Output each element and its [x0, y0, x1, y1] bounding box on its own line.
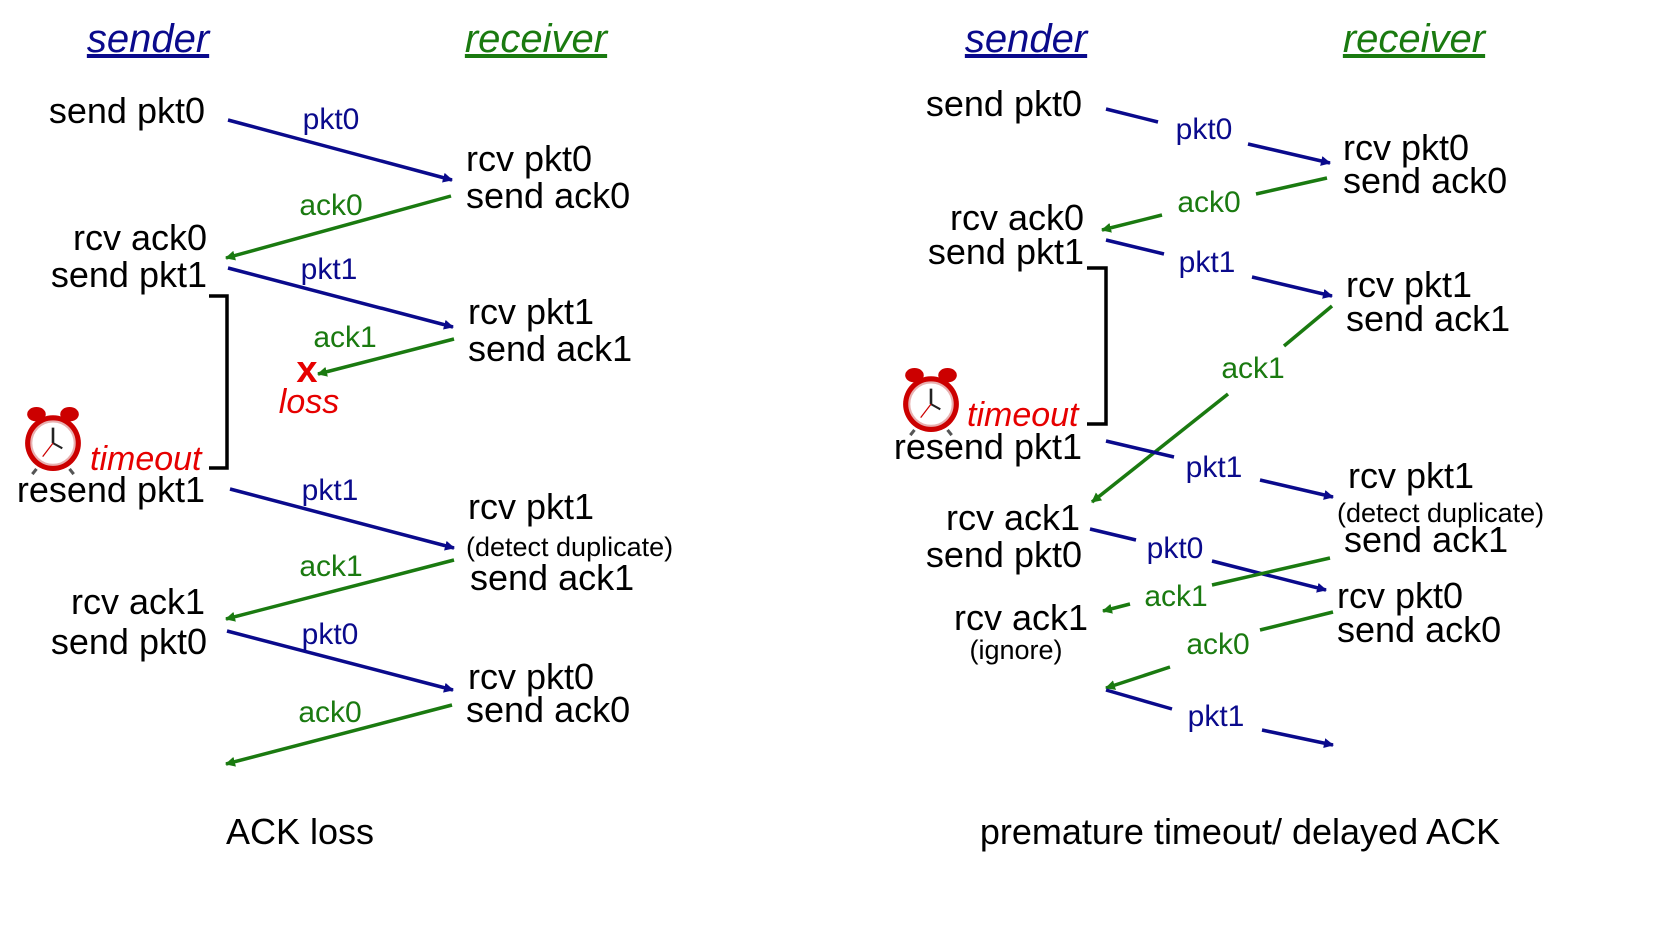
right-receiver-rcv-pkt1: rcv pkt1: [1346, 264, 1472, 305]
right-arrow-label-ack0-2: ack0: [1186, 628, 1249, 661]
right-arrow-pkt1-2: [1105, 688, 1334, 749]
left-receiver-send-ack0: send ack0: [466, 175, 630, 216]
left-arrow-pkt1-resend: [229, 487, 455, 551]
left-arrow-pkt0-2: [226, 629, 454, 693]
right-arrow-pkt1: [1105, 238, 1333, 299]
right-receiver-rcv-pkt1-dup: rcv pkt1: [1348, 455, 1474, 496]
right-arrow-label-ack1-delayed: ack1: [1221, 352, 1284, 385]
left-arrow-label-ack0-2: ack0: [298, 696, 361, 729]
right-arrow-label-pkt1-2: pkt1: [1188, 700, 1245, 733]
right-arrow-label-ack0: ack0: [1177, 186, 1240, 219]
right-arrow-ack1-delayed: [1090, 304, 1334, 504]
right-receiver-send-ack0-2: send ack0: [1337, 609, 1501, 650]
left-receiver-rcv-pkt0: rcv pkt0: [466, 138, 592, 179]
left-diagram: sender receiver send pkt0 rcv ack0 send …: [17, 17, 673, 852]
left-receiver-detect-duplicate: (detect duplicate): [466, 532, 673, 562]
right-timeout-label: timeout: [967, 396, 1080, 434]
loss-x-icon: x: [296, 349, 317, 391]
alarm-clock-icon: [23, 405, 83, 476]
right-receiver-send-ack1: send ack1: [1346, 298, 1510, 339]
right-sender-send-pkt0: send pkt0: [926, 83, 1082, 124]
right-receiver-send-ack0: send ack0: [1343, 160, 1507, 201]
left-arrow-label-pkt1: pkt1: [301, 253, 358, 286]
right-sender-rcv-ack1: rcv ack1: [946, 497, 1080, 538]
right-sender-send-pkt0: send pkt0: [926, 534, 1082, 575]
right-arrow-ack0: [1101, 176, 1328, 233]
left-sender-rcv-ack0: rcv ack0: [73, 217, 207, 258]
right-arrow-ack1-2: [1102, 556, 1331, 614]
right-sender-send-pkt1: send pkt1: [928, 231, 1084, 272]
left-timeout-label: timeout: [90, 440, 203, 478]
right-receiver-rcv-pkt0: rcv pkt0: [1343, 127, 1469, 168]
right-receiver-rcv-pkt0-2: rcv pkt0: [1337, 575, 1463, 616]
left-arrow-ack0-2: [225, 703, 453, 767]
left-sender-resend-pkt1: resend pkt1: [17, 469, 205, 510]
right-arrow-ack0-2: [1105, 610, 1334, 690]
left-caption: ACK loss: [226, 811, 374, 852]
left-sender-send-pkt0: send pkt0: [49, 90, 205, 131]
right-arrow-label-ack1-2: ack1: [1144, 580, 1207, 613]
left-receiver-header: receiver: [465, 17, 609, 61]
left-receiver-rcv-pkt1-dup: rcv pkt1: [468, 486, 594, 527]
right-caption: premature timeout/ delayed ACK: [980, 811, 1500, 852]
left-timeout-bracket: [209, 294, 229, 470]
right-arrow-label-pkt1-resend: pkt1: [1186, 451, 1243, 484]
left-arrow-ack0: [225, 194, 452, 261]
left-receiver-send-ack0-2: send ack0: [466, 689, 630, 730]
left-loss-label: loss: [279, 383, 339, 421]
left-sender-header: sender: [87, 17, 211, 61]
right-arrow-pkt0: [1105, 107, 1331, 166]
left-arrow-ack1: [225, 558, 455, 622]
left-sender-send-pkt0-2: send pkt0: [51, 621, 207, 662]
left-sender-send-pkt1: send pkt1: [51, 254, 207, 295]
right-sender-resend-pkt1: resend pkt1: [894, 426, 1082, 467]
right-arrow-label-pkt0: pkt0: [1176, 113, 1233, 146]
right-receiver-detect-duplicate: (detect duplicate): [1337, 498, 1544, 528]
left-receiver-send-ack1-2: send ack1: [470, 557, 634, 598]
right-arrow-label-pkt1: pkt1: [1179, 246, 1236, 279]
right-sender-rcv-ack0: rcv ack0: [950, 197, 1084, 238]
left-arrow-label-ack0: ack0: [299, 189, 362, 222]
left-arrow-label-pkt0: pkt0: [303, 103, 360, 136]
left-sender-rcv-ack1: rcv ack1: [71, 581, 205, 622]
left-receiver-rcv-pkt0-2: rcv pkt0: [468, 656, 594, 697]
right-receiver-send-ack1-2: send ack1: [1344, 519, 1508, 560]
left-arrow-label-ack1-2: ack1: [299, 550, 362, 583]
right-arrow-pkt1-resend: [1105, 439, 1334, 500]
left-arrow-label-pkt1-resend: pkt1: [302, 474, 359, 507]
left-arrow-label-pkt0-2: pkt0: [302, 618, 359, 651]
right-sender-rcv-ack1-ignore: rcv ack1: [954, 597, 1088, 638]
right-arrow-label-pkt0-2: pkt0: [1147, 532, 1204, 565]
left-receiver-send-ack1: send ack1: [468, 328, 632, 369]
left-arrow-pkt0: [227, 118, 453, 183]
left-arrow-pkt1: [227, 266, 454, 330]
right-timeout-bracket: [1087, 266, 1108, 426]
right-sender-header: sender: [965, 17, 1089, 61]
left-arrow-ack1-lost: [317, 337, 455, 377]
right-arrow-pkt0-2: [1089, 527, 1327, 593]
left-arrow-label-ack1: ack1: [313, 321, 376, 354]
left-receiver-rcv-pkt1: rcv pkt1: [468, 291, 594, 332]
right-sender-ignore: (ignore): [969, 635, 1062, 665]
right-receiver-header: receiver: [1343, 17, 1487, 61]
right-diagram: sender receiver send pkt0 rcv ack0 send …: [894, 17, 1544, 852]
